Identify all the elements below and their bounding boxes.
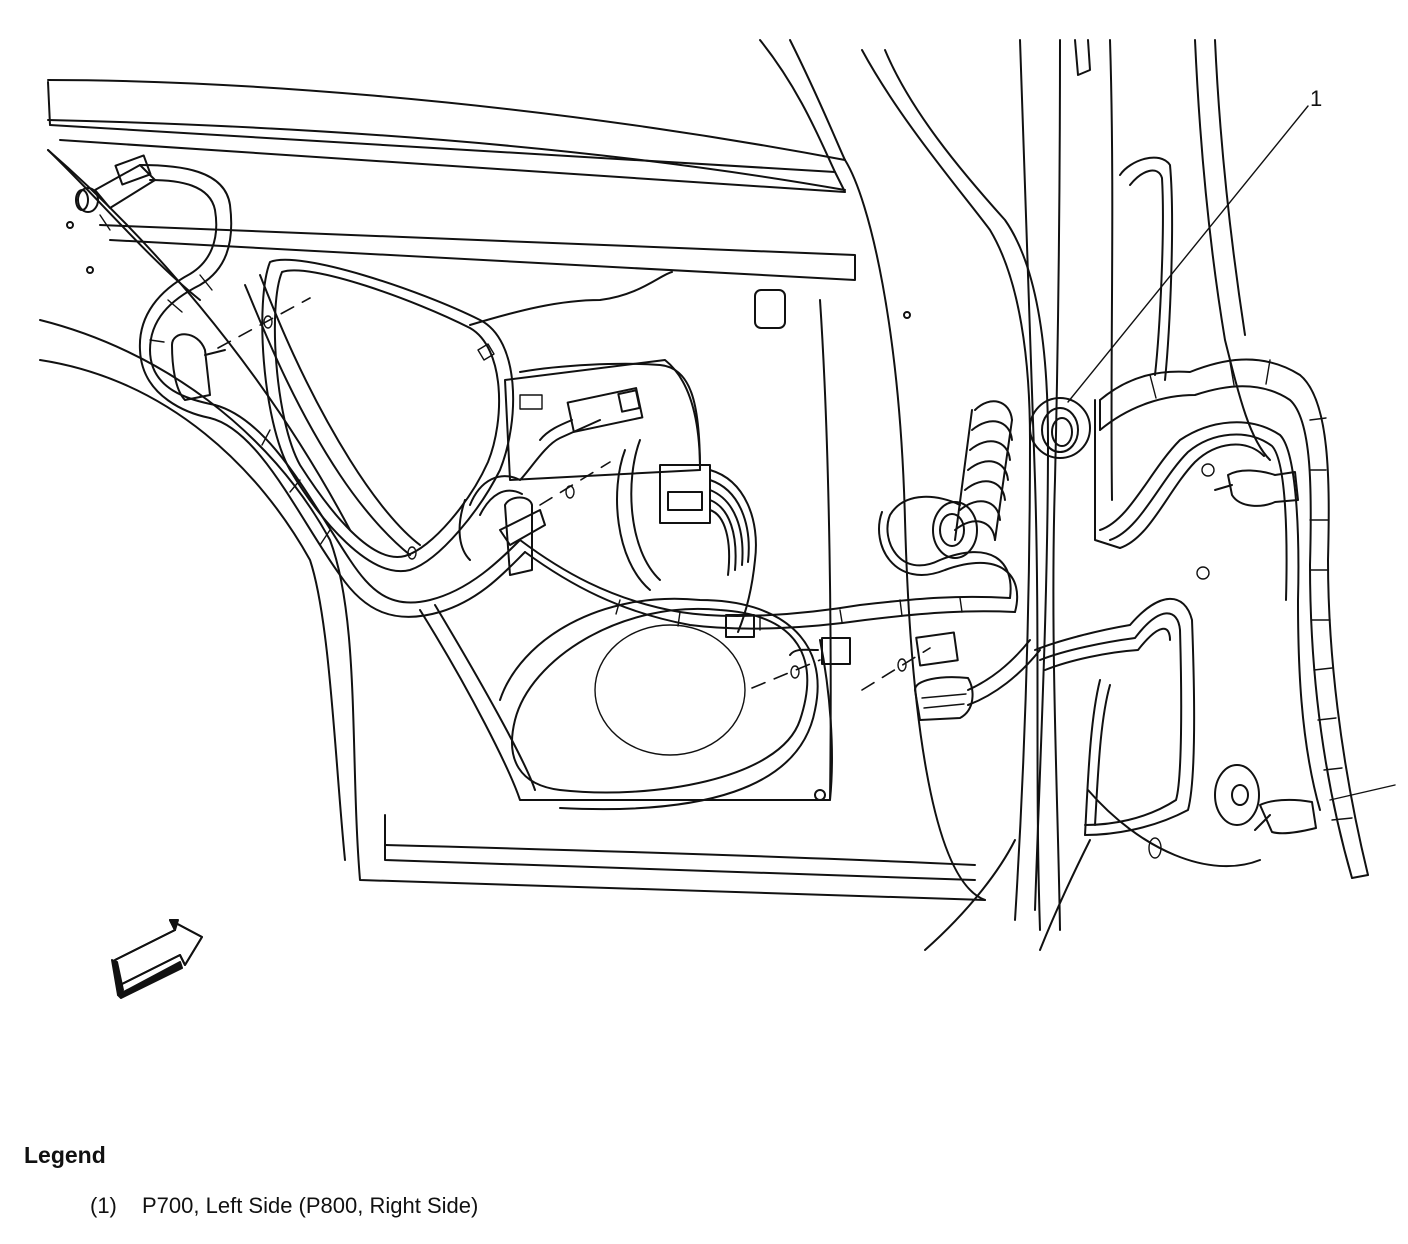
connector-icon-center — [616, 439, 757, 633]
connector-icon-harness-junction — [725, 614, 851, 665]
door-wiring-harness — [138, 164, 1019, 631]
retainer-clip-left — [171, 333, 226, 401]
connector-icon-pillar-lower — [1148, 566, 1317, 859]
connector-icon-lower — [914, 631, 1041, 721]
connector-icon-top-left — [75, 154, 156, 231]
connectors — [75, 154, 1041, 721]
callout-1-leader — [1067, 105, 1309, 403]
connector-icon-upper — [539, 387, 644, 441]
body-pillar — [861, 39, 1396, 951]
coiled-harness — [932, 400, 1013, 559]
door-inner-trim — [66, 221, 911, 811]
door-panel — [39, 39, 986, 901]
legend-item-text: P700, Left Side (P800, Right Side) — [142, 1193, 479, 1218]
legend-item-1: (1) P700, Left Side (P800, Right Side) — [90, 1193, 478, 1219]
legend-item-number: (1) — [90, 1193, 117, 1218]
legend-title: Legend — [24, 1142, 106, 1168]
connector-icon-pillar-upper — [1201, 463, 1299, 507]
view-direction-arrow-icon — [111, 919, 203, 999]
callout-1-label: 1 — [1310, 86, 1323, 111]
pillar-grommet — [1029, 397, 1091, 459]
wiring-harness-diagram — [39, 39, 1396, 999]
